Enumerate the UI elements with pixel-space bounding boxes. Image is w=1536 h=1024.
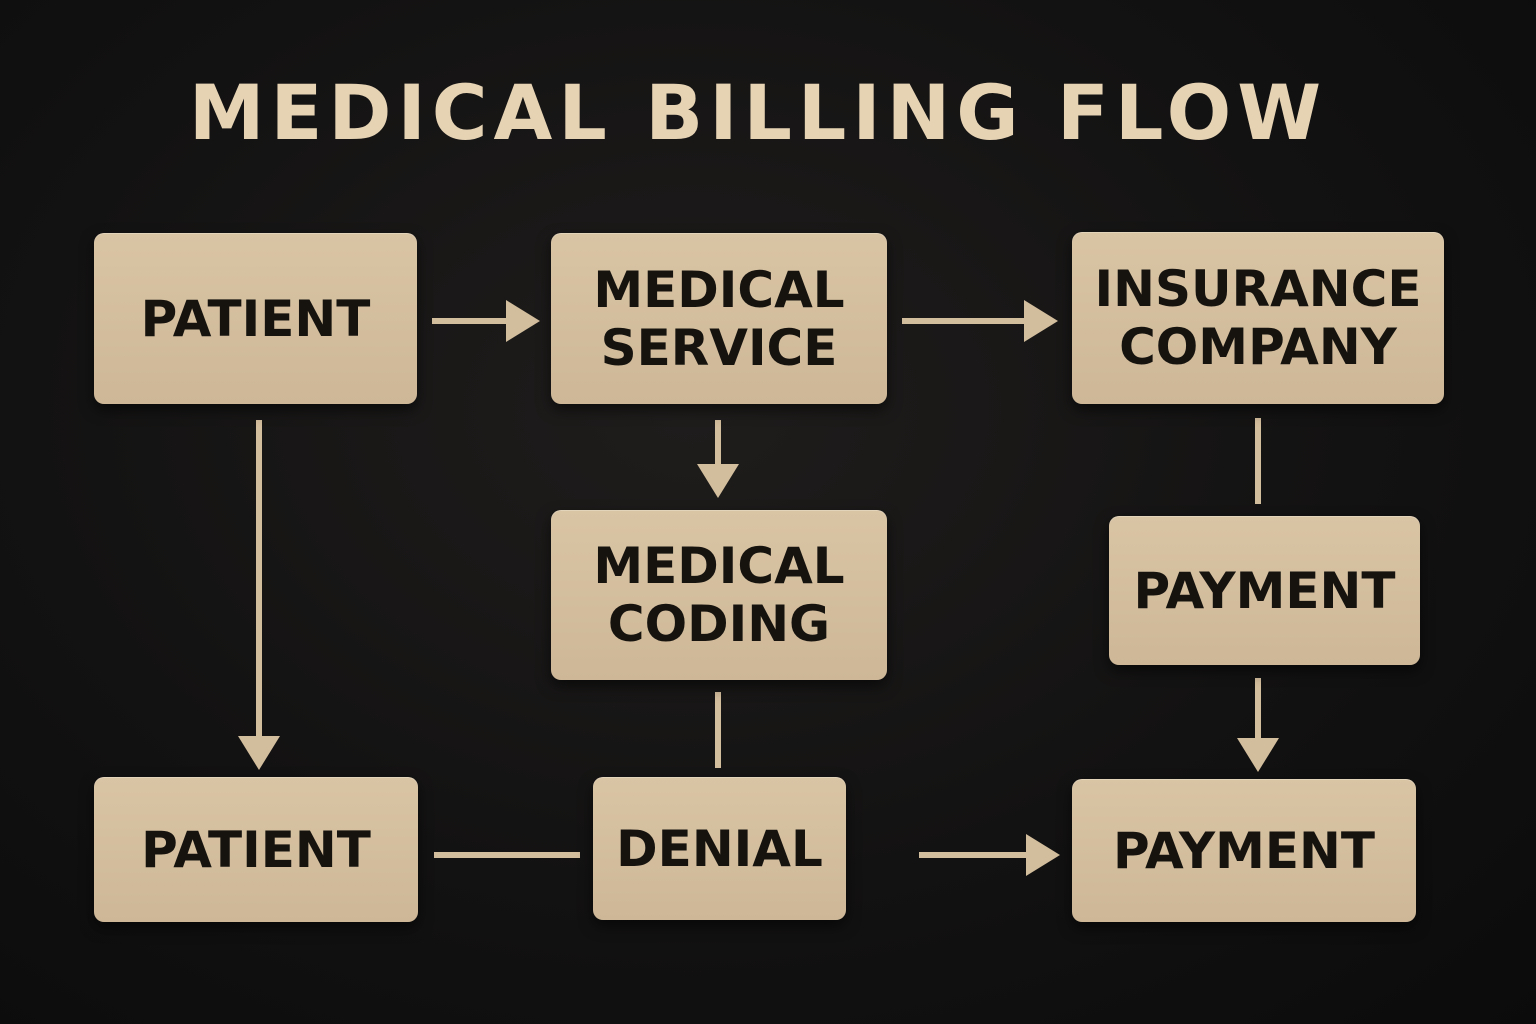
- node-medical-coding: MEDICAL CODING: [551, 510, 887, 680]
- node-label: PATIENT: [141, 820, 371, 879]
- node-label: INSURANCE COMPANY: [1094, 260, 1422, 376]
- node-payment-mid: PAYMENT: [1109, 516, 1420, 665]
- node-payment-bottom: PAYMENT: [1072, 779, 1416, 922]
- node-label: PAYMENT: [1133, 561, 1396, 620]
- node-patient-top: PATIENT: [94, 233, 417, 404]
- edge-patient-to-medical-service: [432, 300, 540, 342]
- node-label: PAYMENT: [1112, 821, 1376, 880]
- node-medical-service: MEDICAL SERVICE: [551, 233, 887, 404]
- edge-payment-to-payment: [1237, 678, 1279, 772]
- node-label: DENIAL: [616, 819, 823, 878]
- edge-denial-to-payment: [919, 834, 1060, 876]
- edge-patient-to-patient: [238, 420, 280, 770]
- diagram-title: MEDICAL BILLING FLOW: [188, 68, 1328, 157]
- node-label: PATIENT: [140, 289, 371, 348]
- edge-medical-service-to-insurance-company: [902, 300, 1058, 342]
- node-denial: DENIAL: [593, 777, 846, 920]
- node-label: MEDICAL SERVICE: [593, 260, 845, 377]
- node-patient-bottom: PATIENT: [94, 777, 418, 922]
- node-insurance-company: INSURANCE COMPANY: [1072, 232, 1444, 404]
- edge-medical-service-to-medical-coding: [697, 420, 739, 498]
- node-label: MEDICAL CODING: [593, 537, 845, 653]
